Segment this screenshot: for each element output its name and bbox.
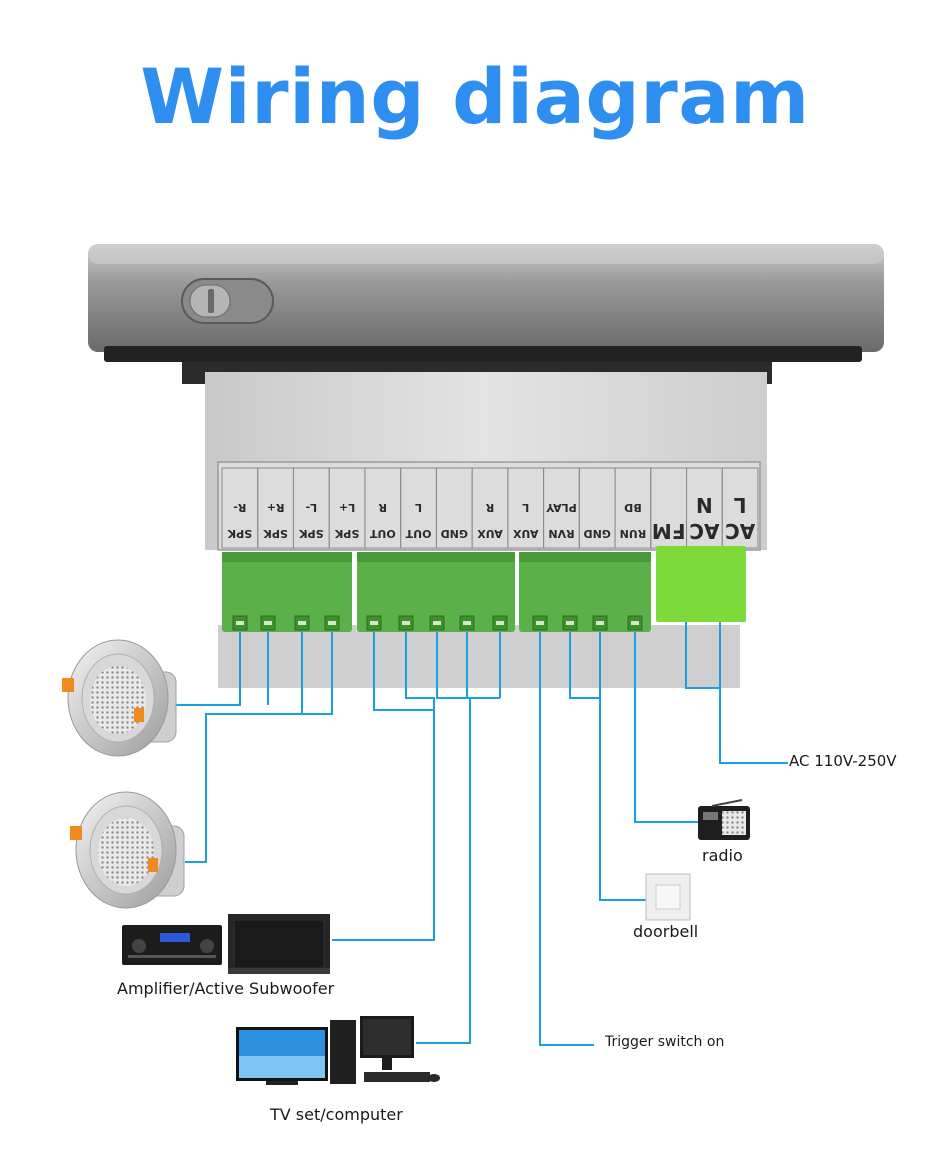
wire-gnd: [436, 632, 500, 699]
terminal-label-text: FM: [652, 519, 686, 543]
terminal-label-text: GND: [441, 527, 468, 540]
terminal-screw-slot: [370, 621, 378, 625]
terminal-screws: [232, 615, 643, 631]
terminal-label-text: AC: [725, 519, 755, 543]
ceiling-speaker-icon: [62, 639, 177, 757]
terminal-label-text: OUT: [405, 527, 431, 540]
terminal-label-text: R: [485, 501, 494, 514]
terminal-label-text: PLAY: [545, 501, 577, 514]
ac-power-label: AC 110V-250V: [789, 752, 897, 770]
terminal-label-text: SPK: [227, 527, 252, 540]
wire-radio: [634, 632, 698, 823]
terminal-label-text: SPK: [334, 527, 359, 540]
terminal-label-text: RUN: [620, 527, 647, 540]
terminal-label-text: SPK: [263, 527, 288, 540]
terminal-label-text: L+: [339, 501, 355, 514]
terminal-label-text: AC: [689, 519, 719, 543]
terminal-label-text: L: [734, 493, 747, 517]
terminal-screw-slot: [566, 621, 574, 625]
terminal-screw-slot: [328, 621, 336, 625]
computer-icon: [330, 1016, 440, 1084]
terminal-label-text: OUT: [369, 527, 395, 540]
doorbell-switch-icon: [645, 873, 691, 921]
diagram-title: Wiring diagram: [140, 52, 810, 141]
terminal-label-text: N: [696, 493, 713, 517]
terminal-screw-slot: [596, 621, 604, 625]
amplifier-label: Amplifier/Active Subwoofer: [117, 979, 335, 998]
terminal-blocks: [222, 546, 746, 632]
terminal-screw-slot: [433, 621, 441, 625]
device-back-body: [205, 372, 767, 688]
terminal-label-text: L-: [306, 501, 318, 514]
terminal-label-text: L: [415, 501, 422, 514]
terminal-screw-slot: [496, 621, 504, 625]
wire-out-l: [405, 632, 435, 710]
doorbell-label: doorbell: [633, 922, 699, 941]
terminal-label-text: AUX: [477, 527, 503, 540]
terminal-label-text: SPK: [299, 527, 324, 540]
terminal-label-text: GND: [584, 527, 611, 540]
terminal-screw-slot: [264, 621, 272, 625]
wire-ac-n: [685, 622, 720, 689]
terminal-label-text: R: [378, 501, 387, 514]
wire-spk-r-minus: [176, 632, 241, 706]
wire-aux-tv: [416, 698, 471, 1044]
radio-label: radio: [702, 846, 743, 865]
tv-icon: [236, 1027, 328, 1085]
amplifier-icon: [122, 925, 222, 965]
wire-trigger: [539, 632, 594, 1046]
terminal-label-text: AUX: [512, 527, 538, 540]
terminal-label-text: R+: [267, 501, 285, 514]
slide-switch: [181, 278, 274, 324]
terminal-label-strip: SPK R- SPK R+ SPK L- SPK L+ OUT R OUT L GND AUX R AUX L R…: [221, 467, 759, 549]
wires: [176, 622, 788, 1046]
device-housing: [88, 244, 884, 384]
radio-icon: [698, 799, 750, 840]
terminal-screw-slot: [402, 621, 410, 625]
terminal-screw-slot: [236, 621, 244, 625]
terminal-screw-slot: [463, 621, 471, 625]
terminal-label-text: R-: [233, 501, 246, 514]
terminal-screw-slot: [536, 621, 544, 625]
terminal-label-text: BD: [624, 501, 642, 514]
tv-computer-label: TV set/computer: [270, 1105, 403, 1124]
wire-ac-l: [719, 622, 788, 764]
terminal-label-text: L: [522, 501, 529, 514]
wire-spk-l-plus: [302, 632, 333, 715]
terminal-screw-slot: [631, 621, 639, 625]
ceiling-speaker-icon: [70, 791, 185, 909]
terminal-label-text: RVN: [548, 527, 574, 540]
trigger-label: Trigger switch on: [605, 1034, 725, 1050]
subwoofer-icon: [228, 914, 330, 974]
terminal-screw-slot: [298, 621, 306, 625]
wire-spk-l-minus: [185, 632, 303, 863]
